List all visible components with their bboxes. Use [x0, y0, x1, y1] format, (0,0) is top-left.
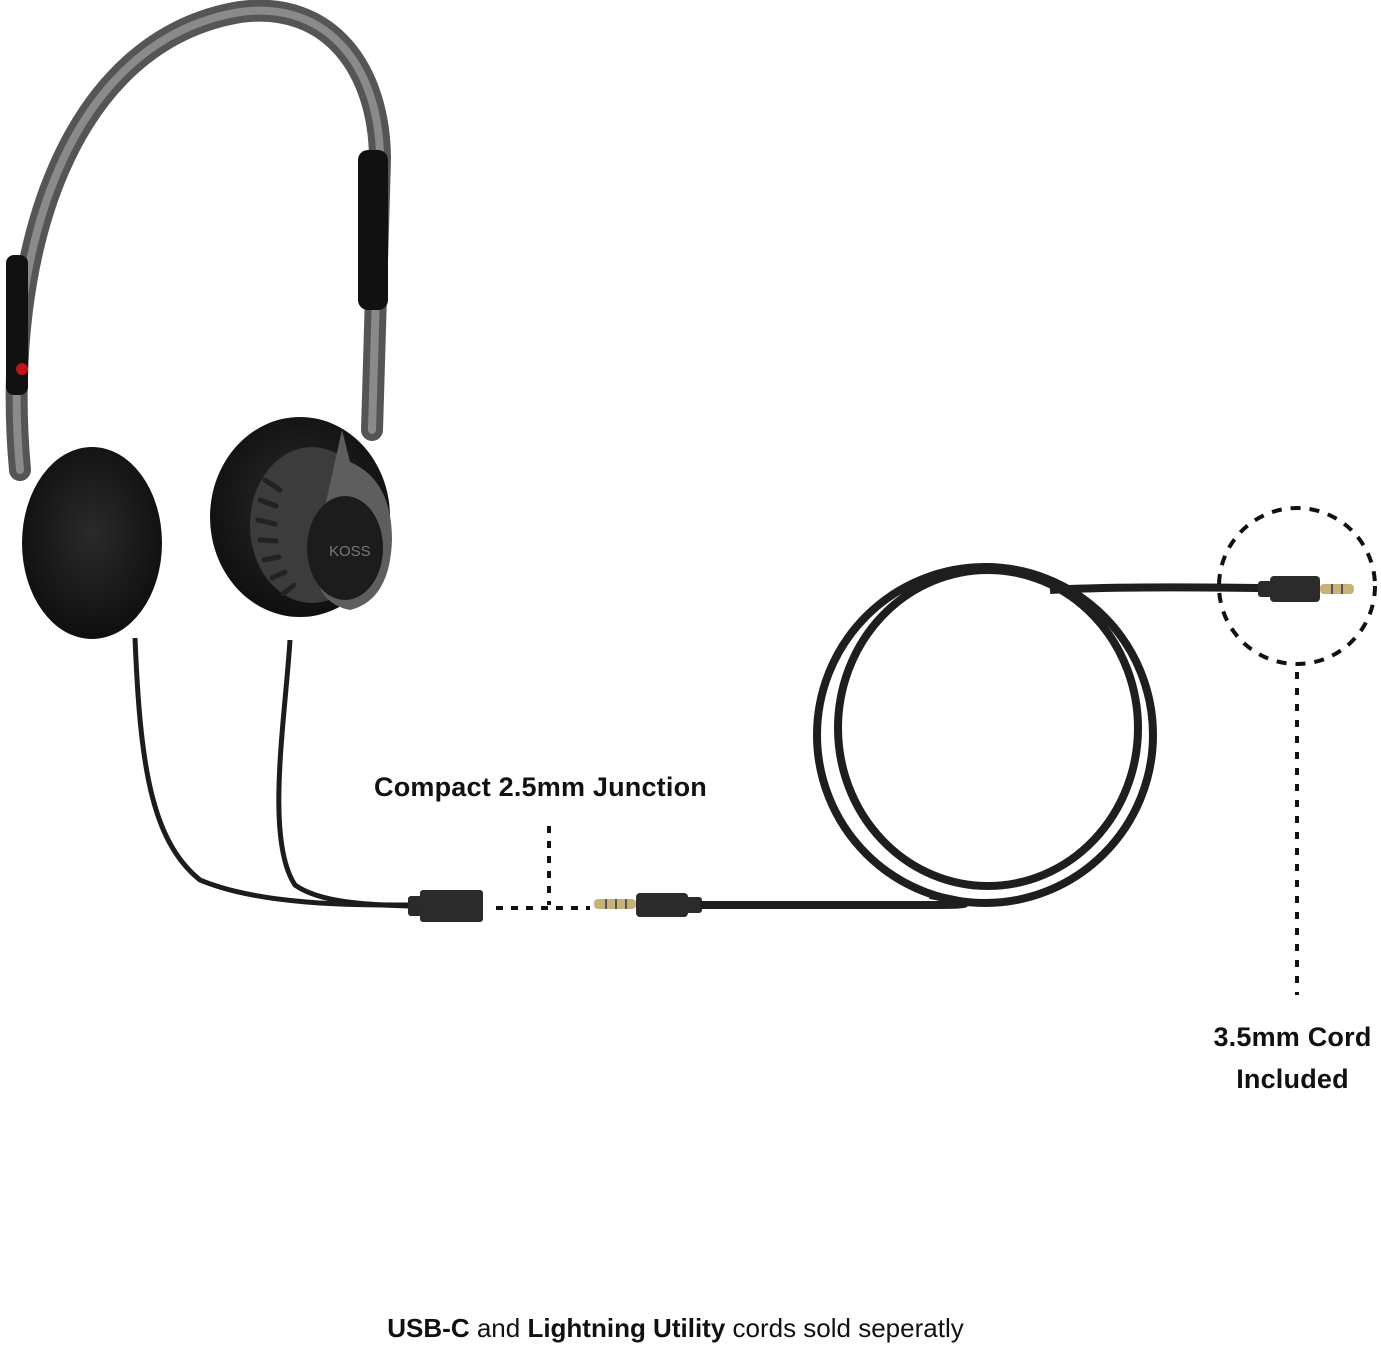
coiled-cord [700, 563, 1259, 909]
left-marker-icon [16, 363, 28, 375]
plug-2-5mm [594, 893, 702, 917]
footer-sold-separately: cords sold seperatly [725, 1313, 964, 1343]
headband [5, 0, 392, 481]
cord-label-line1: 3.5mm Cord [1213, 1022, 1372, 1052]
headphone-wires [132, 637, 411, 909]
plug-3-5mm [1258, 576, 1354, 602]
right-earcup: KOSS [210, 417, 392, 617]
footer-usb-c: USB-C [387, 1313, 470, 1343]
footer-and: and [469, 1313, 528, 1343]
footer-note: USB-C and Lightning Utility cords sold s… [0, 1313, 1351, 1344]
junction-callout-line [496, 826, 590, 910]
junction-label: Compact 2.5mm Junction [374, 772, 707, 802]
footer-lightning: Lightning Utility [527, 1313, 726, 1343]
brand-logo: KOSS [329, 543, 371, 560]
cord-label-line2: Included [1236, 1064, 1349, 1094]
left-earpad [22, 447, 162, 639]
junction-connector [408, 890, 483, 922]
cord-label: 3.5mm Cord Included [1205, 1016, 1380, 1100]
cord-callout [1217, 506, 1377, 995]
